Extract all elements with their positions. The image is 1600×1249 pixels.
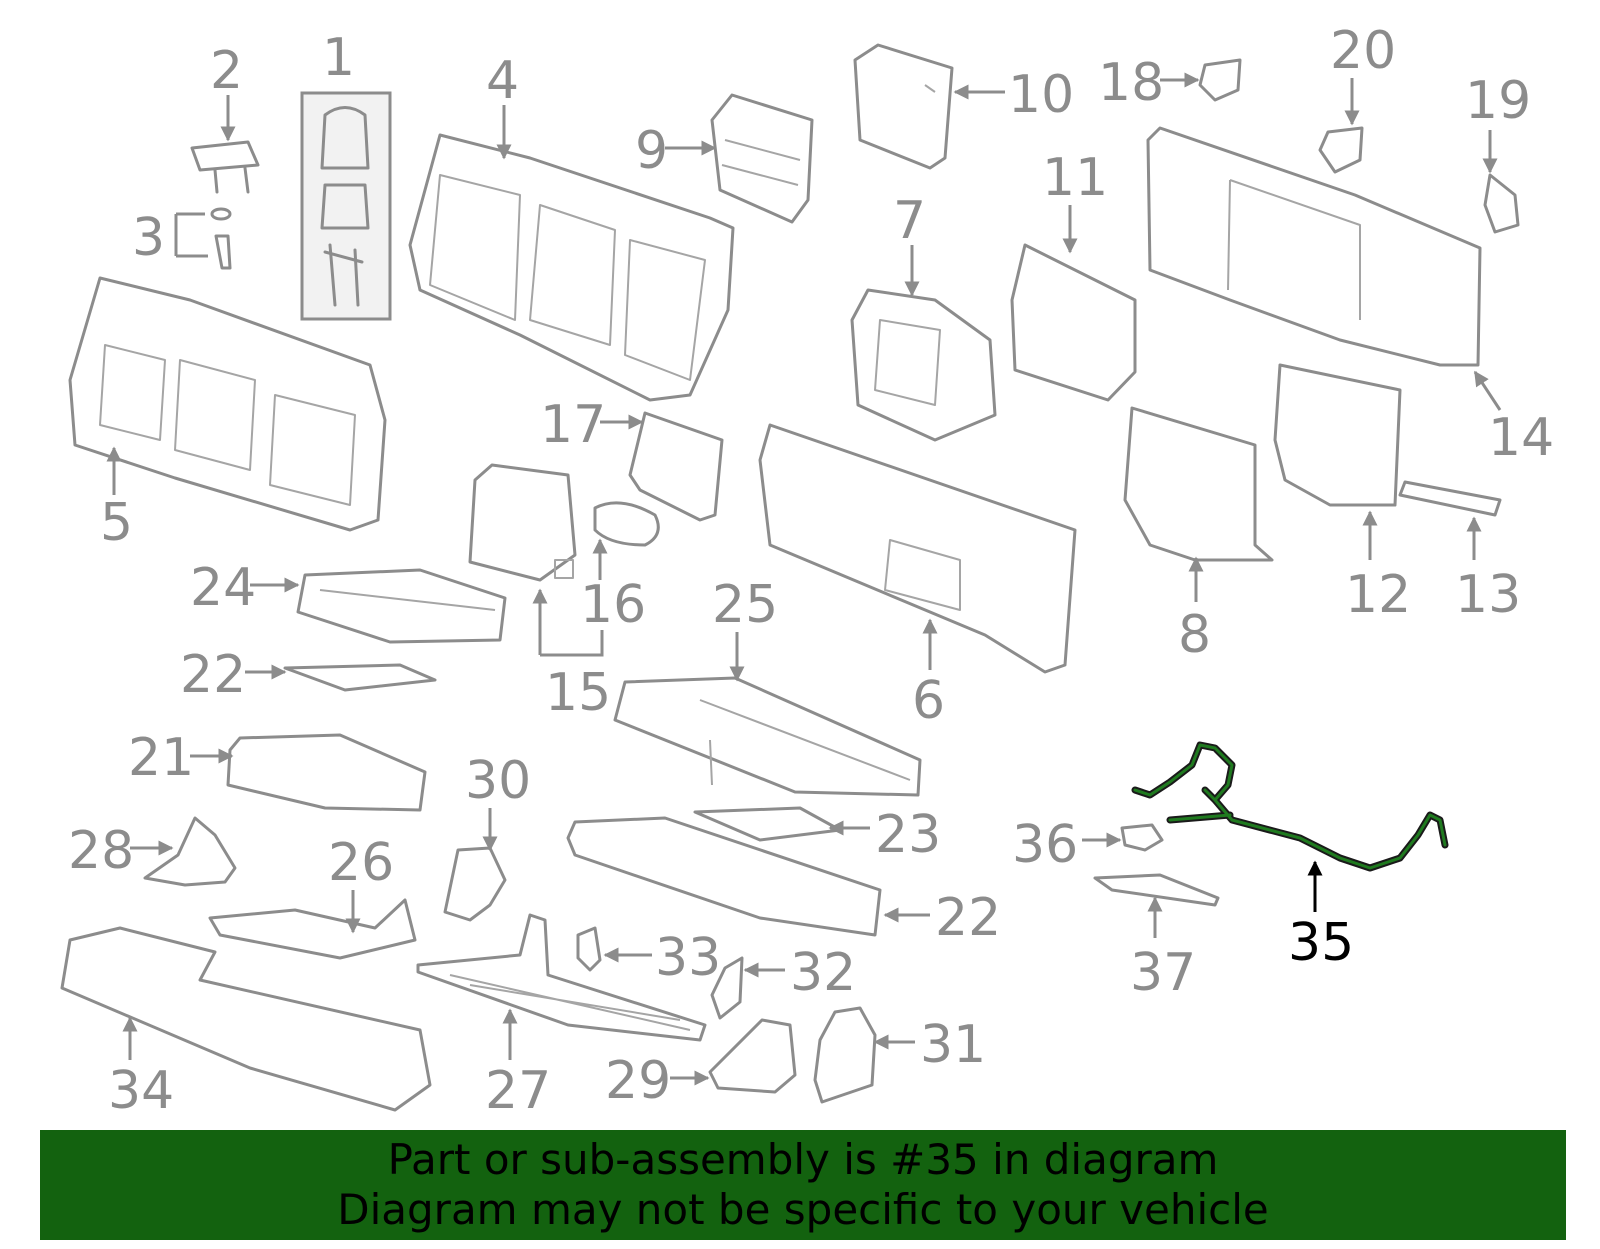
callout-34: 34: [108, 1061, 174, 1121]
callout-13: 13: [1455, 565, 1521, 625]
part-10-cover[interactable]: [853, 43, 954, 170]
callout-37: 37: [1130, 943, 1196, 1003]
callout-22: 22: [935, 888, 1001, 948]
part-3-fastener[interactable]: [210, 207, 232, 270]
callout-31: 31: [920, 1015, 986, 1075]
callout-4: 4: [486, 51, 519, 111]
part-2-headrest[interactable]: [190, 140, 260, 194]
callout-1: 1: [322, 28, 355, 88]
part-35-wiring-harness[interactable]: [1131, 741, 1449, 872]
callout-23b: 23: [875, 805, 941, 865]
part-23-pad-upper[interactable]: [283, 663, 437, 692]
part-16-cup-holder[interactable]: [593, 501, 660, 547]
callout-30: 30: [465, 751, 531, 811]
callout-14: 14: [1488, 408, 1554, 468]
part-29-bracket[interactable]: [708, 1018, 797, 1094]
callout-19: 19: [1465, 71, 1531, 131]
callout-28: 28: [68, 821, 134, 881]
part-12-side-panel[interactable]: [1273, 363, 1402, 507]
part-31-trim-cover[interactable]: [813, 1006, 877, 1104]
callout-10: 10: [1008, 65, 1074, 125]
part-30-bracket[interactable]: [443, 846, 507, 922]
callout-2: 2: [210, 41, 243, 101]
callout-6: 6: [912, 671, 945, 731]
part-11-backing-panel[interactable]: [1010, 243, 1137, 402]
part-34-cushion-frame[interactable]: [60, 926, 432, 1112]
part-24-seat-cushion[interactable]: [296, 568, 507, 644]
callout-8: 8: [1178, 605, 1211, 665]
banner-line-1: Part or sub-assembly is #35 in diagram: [387, 1135, 1219, 1184]
callout-17: 17: [540, 395, 606, 455]
callout-9: 9: [635, 121, 668, 181]
part-28-bracket[interactable]: [143, 816, 237, 887]
callout-24: 24: [190, 558, 256, 618]
banner-line-2: Diagram may not be specific to your vehi…: [337, 1185, 1269, 1234]
callout-35: 35: [1288, 913, 1354, 973]
callout-27: 27: [485, 1061, 551, 1121]
part-22-cushion-frame[interactable]: [566, 816, 882, 937]
callout-5: 5: [100, 493, 133, 553]
callout-23a: 22: [180, 645, 246, 705]
part-5-seat-back-cushion[interactable]: [68, 276, 387, 532]
part-20-bracket[interactable]: [1318, 126, 1364, 174]
callout-26: 26: [328, 833, 394, 893]
part-1-headrest-kit[interactable]: [300, 91, 392, 321]
part-9-armrest-housing[interactable]: [710, 93, 814, 224]
part-21-cushion-pad[interactable]: [226, 733, 427, 812]
part-18-bracket[interactable]: [1198, 58, 1242, 102]
part-37-bracket[interactable]: [1093, 873, 1220, 907]
part-14-rear-back-panel[interactable]: [1146, 126, 1482, 367]
callout-20: 20: [1330, 21, 1396, 81]
callout-21: 21: [128, 728, 194, 788]
part-26-bracket[interactable]: [208, 898, 417, 960]
part-32-cover[interactable]: [710, 956, 744, 1020]
part-36-clip[interactable]: [1120, 823, 1164, 852]
callout-11: 11: [1042, 148, 1108, 208]
part-27-seat-pan[interactable]: [416, 913, 707, 1042]
callout-3: 3: [132, 208, 165, 268]
part-25-seat-cushion[interactable]: [613, 676, 922, 797]
part-13-strip[interactable]: [1398, 480, 1502, 517]
callout-15: 15: [545, 663, 611, 723]
notice-banner: Part or sub-assembly is #35 in diagram D…: [40, 1130, 1566, 1240]
callout-29: 29: [605, 1051, 671, 1111]
part-4-seat-back-frame[interactable]: [408, 133, 735, 402]
part-17-panel[interactable]: [628, 411, 724, 522]
part-33-clip[interactable]: [576, 926, 602, 972]
callout-36: 36: [1012, 815, 1078, 875]
callout-7: 7: [893, 191, 926, 251]
callout-32: 32: [790, 943, 856, 1003]
callout-12: 12: [1345, 565, 1411, 625]
callout-25: 25: [712, 575, 778, 635]
part-7-latch-housing[interactable]: [850, 288, 997, 442]
part-6-rear-panel[interactable]: [758, 423, 1077, 674]
part-19-bracket[interactable]: [1483, 173, 1520, 234]
part-15-armrest[interactable]: [468, 463, 577, 582]
callout-18: 18: [1098, 53, 1164, 113]
callout-33: 33: [655, 928, 721, 988]
callout-16: 16: [580, 575, 646, 635]
part-8-trim-panel[interactable]: [1123, 406, 1274, 562]
